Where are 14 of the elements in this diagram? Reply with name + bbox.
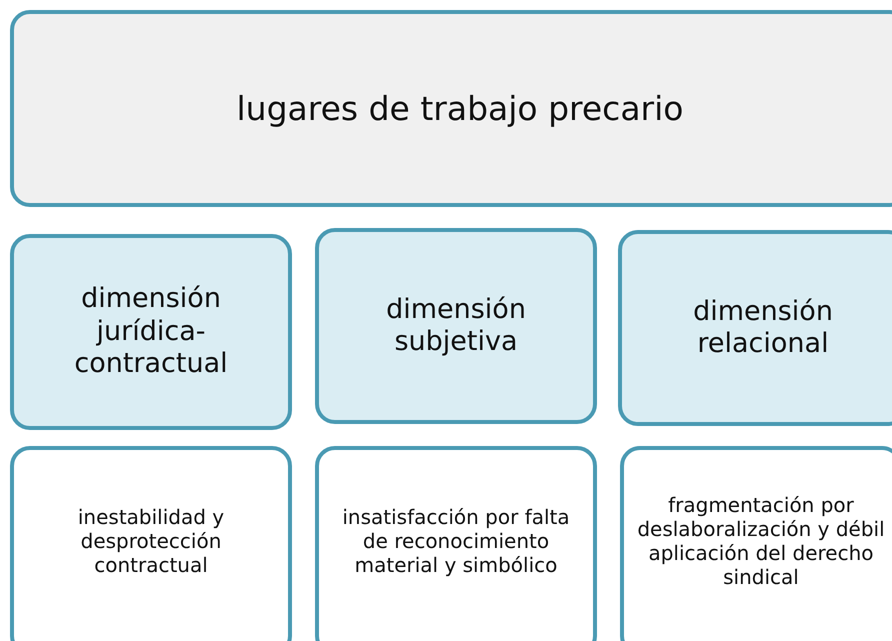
description-box xyxy=(10,446,292,641)
category-box xyxy=(618,230,892,426)
category-label: dimensión subjetiva xyxy=(385,294,527,358)
description-box xyxy=(620,446,892,641)
description-box xyxy=(315,446,597,641)
title-box xyxy=(10,10,892,207)
category-label: dimensión jurídica-contractual xyxy=(73,283,229,381)
description-text: fragmentación por deslaboralización y débil aplicación del derecho sindical xyxy=(636,493,886,589)
category-box xyxy=(10,234,292,430)
description-text: insatisfacción por falta de reconocimiento material y simbólico xyxy=(341,505,571,577)
category-box xyxy=(315,228,597,424)
category-label: dimensión relacional xyxy=(692,296,834,360)
description-text: inestabilidad y desprotección contractual xyxy=(76,505,226,577)
title-text: lugares de trabajo precario xyxy=(236,88,684,128)
